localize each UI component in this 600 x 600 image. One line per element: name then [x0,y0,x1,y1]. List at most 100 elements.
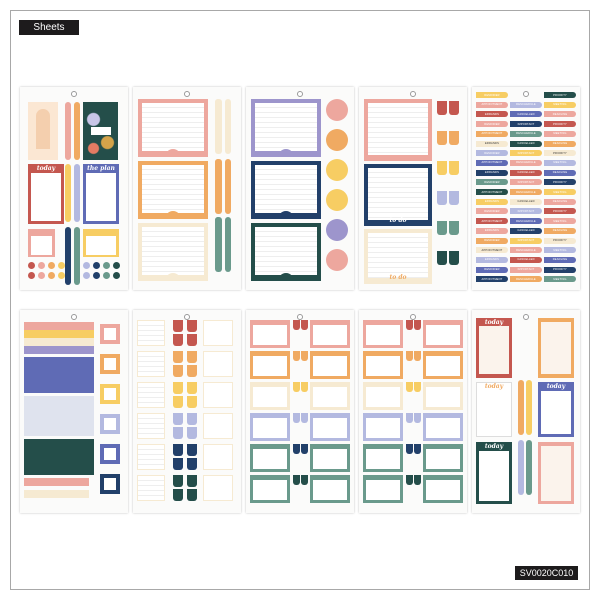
tag-sticker: MEETING [544,101,576,108]
leaf-sticker [24,396,94,436]
list-box [203,413,233,439]
tag-sticker: REMINDER [476,237,508,244]
box-inner [253,325,287,345]
strip-sticker [225,99,231,154]
circle-sticker [326,99,348,121]
tab-sticker [301,320,308,330]
box-inner [253,449,287,469]
tag-sticker: MEETING [544,218,576,225]
tab-sticker [187,458,197,470]
tag-sticker: REMINDER [476,121,508,128]
tab-sticker [187,489,197,501]
frame-lines [142,227,204,275]
frame-lines [368,103,428,155]
list-box [203,320,233,346]
tab-sticker [173,475,183,487]
sticker-sheet [133,87,241,290]
tag-sticker: IMPORTANT [510,121,542,128]
dot-sticker [38,262,45,269]
box-inner [313,418,347,438]
tag-sticker: CANCELLED [510,169,542,176]
strip-sticker [215,99,222,154]
tag-sticker: REMINDER [476,208,508,215]
tab-sticker [173,365,183,377]
box-inner [426,449,460,469]
tab-sticker [187,396,197,408]
tag-sticker: APPOINTMENT [476,130,508,137]
box-inner [313,480,347,500]
tab-sticker [449,191,459,205]
tag-sticker: DEADLINE [544,256,576,263]
box-inner [253,356,287,376]
tab-sticker [173,320,183,332]
tab-sticker [437,221,447,235]
band-sticker [24,357,94,393]
label-sticker [24,478,89,486]
square-inner [104,478,116,490]
band-sticker [24,322,94,354]
dot-sticker [58,262,65,269]
tab-sticker [293,413,300,423]
box-inner [253,387,287,407]
dot-sticker [48,272,55,279]
tab-sticker [301,382,308,392]
hanging-hole [71,314,77,320]
plant-arch [165,149,181,157]
dot-sticker [103,272,110,279]
tab-sticker [406,413,413,423]
tag-sticker: IMPORTANT [510,266,542,273]
box-inner [313,387,347,407]
tab-sticker [449,221,459,235]
tab-sticker [414,444,421,454]
tag-sticker: CANCELLED [510,227,542,234]
tab-sticker [293,351,300,361]
tag-sticker: APPOINTMENT [476,247,508,254]
tag-sticker: RESCHEDULE [510,130,542,137]
strip-sticker [65,102,71,160]
tag-sticker: DEADLINE [544,169,576,176]
sticker-sheet [20,310,128,513]
tag-sticker: PRIORITY [544,237,576,244]
box-inner [426,418,460,438]
circle-sticker [326,189,348,211]
tag-sticker: PRIORITY [544,92,576,98]
box-inner [313,325,347,345]
tag-sticker: IMPORTANT [510,150,542,157]
tab-sticker [187,351,197,363]
sticker-sheet [246,87,354,290]
label-sticker [24,490,89,498]
tab-sticker [301,413,308,423]
box-inner [253,418,287,438]
box-inner [366,480,400,500]
tag-sticker: ERRANDS [476,111,508,118]
plant-arch [165,211,181,219]
product-code: SV0020C010 [515,566,578,580]
list-box [137,320,165,346]
tag-sticker: APPOINTMENT [476,218,508,225]
tag-sticker: RESCHEDULE [510,101,542,108]
tab-sticker [449,131,459,145]
tag-sticker: MEETING [544,189,576,195]
tab-sticker [293,475,300,485]
frame-lines [255,165,317,213]
tag-sticker: IMPORTANT [510,179,542,186]
tag-sticker: MEETING [544,130,576,137]
frame-lines [368,233,428,278]
box-inner [366,356,400,376]
tab-sticker [414,351,421,361]
dot-sticker [113,262,120,269]
tag-sticker: PRIORITY [544,179,576,186]
to-do-title: to do [389,274,407,281]
tab-sticker [173,427,183,439]
list-box [203,351,233,377]
tag-sticker: CANCELLED [510,140,542,147]
tag-sticker: REMINDER [476,92,508,98]
label-box [91,127,111,135]
circle-sticker [326,249,348,271]
tag-sticker: CANCELLED [510,111,542,118]
frame-lines [255,103,317,151]
tab-sticker [293,382,300,392]
tag-sticker: REMINDER [476,266,508,273]
dot-sticker [83,272,90,279]
